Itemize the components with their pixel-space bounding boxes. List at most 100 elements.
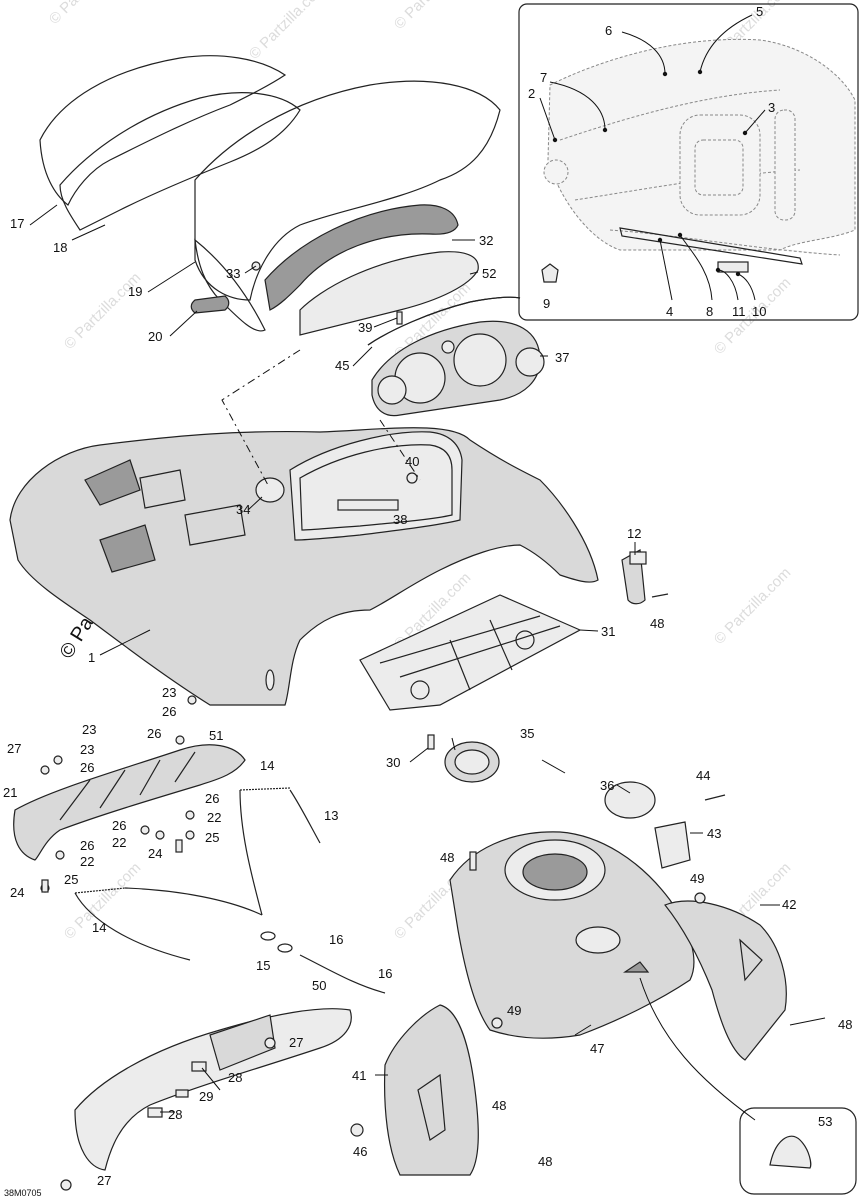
gauge-hole-5	[441, 340, 455, 354]
inset-leader	[717, 269, 739, 301]
inset-dot	[657, 237, 663, 243]
leader-lines	[29, 204, 826, 1113]
callout-9: 9	[543, 296, 550, 311]
inset-front-panel	[518, 3, 859, 321]
gauge-hole-3	[515, 347, 545, 377]
body-1-grille-1	[84, 459, 141, 506]
leader	[201, 1067, 221, 1091]
callout-42: 42	[782, 897, 796, 912]
gauge-housing	[367, 296, 545, 417]
housing-47-tab	[623, 961, 650, 973]
callout-5: 5	[756, 4, 763, 19]
leader	[789, 1017, 826, 1026]
leader	[616, 784, 631, 794]
part-20-clip	[190, 295, 230, 314]
inset-leader	[744, 109, 766, 134]
watermark: © Partzilla.com	[391, 0, 474, 33]
rivet-44	[704, 794, 726, 801]
washer	[187, 695, 197, 705]
callout-33: 33	[226, 266, 240, 281]
callout-1: 1	[88, 650, 95, 665]
washer	[155, 830, 165, 840]
inset-leader	[549, 81, 606, 131]
leader	[71, 224, 106, 241]
watermark: © Partzilla.com	[61, 269, 144, 352]
callout-16: 16	[329, 932, 343, 947]
callout-16b: 16	[378, 966, 392, 981]
gauge-hole-4	[377, 375, 407, 405]
inset-round-cutout	[543, 159, 569, 185]
callout-21: 21	[3, 785, 17, 800]
body-1-vent-2	[184, 504, 246, 546]
inset-dot	[602, 127, 608, 133]
tray-31-hole-2	[515, 630, 535, 650]
inset-label	[717, 261, 749, 273]
callout-36: 36	[600, 778, 614, 793]
callout-11: 11	[732, 304, 746, 319]
callout-23a: 23	[162, 685, 176, 700]
nut-27-b	[264, 1037, 276, 1049]
callout-48c: 48	[838, 1017, 852, 1032]
plate-36	[604, 781, 656, 819]
callout-29: 29	[199, 1089, 213, 1104]
callout-48e: 48	[538, 1154, 552, 1169]
leader	[451, 737, 456, 751]
inset-dot	[662, 71, 668, 77]
align-line-2	[379, 419, 421, 481]
drawing-code: 38M0705	[4, 1188, 42, 1198]
panel-42-tab	[739, 938, 763, 982]
cable-45-edge	[367, 296, 521, 346]
callout-47: 47	[590, 1041, 604, 1056]
inset-dot	[552, 137, 558, 143]
alignment-lines	[221, 349, 421, 486]
callout-27c: 27	[97, 1173, 111, 1188]
callout-27b: 27	[289, 1035, 303, 1050]
watermark: © Partzilla.com	[711, 564, 794, 647]
leader	[147, 261, 196, 293]
callout-26d: 26	[205, 791, 219, 806]
callout-10: 10	[752, 304, 766, 319]
callout-40: 40	[405, 454, 419, 469]
bracket-12-tab	[629, 551, 647, 565]
callout-24b: 24	[148, 846, 162, 861]
screw-30	[427, 734, 435, 750]
bolt	[175, 839, 183, 853]
panel-42	[664, 900, 787, 1061]
inset-leader	[659, 239, 673, 301]
callout-26f: 26	[80, 838, 94, 853]
callout-4: 4	[666, 304, 673, 319]
spacer-28-a	[191, 1061, 207, 1072]
detail-53-frame	[739, 1107, 857, 1195]
upper-shells	[39, 55, 501, 332]
inset-panel-fold	[559, 89, 841, 256]
washer	[53, 755, 63, 765]
body-1-inner	[299, 444, 453, 531]
leader	[352, 346, 373, 367]
callout-23b: 23	[82, 722, 96, 737]
pad-52	[299, 251, 479, 336]
inset-inner-opening	[694, 139, 744, 196]
shell-17	[39, 55, 287, 206]
gauge-hole-2	[453, 333, 507, 387]
body-1-grille-2	[99, 524, 156, 573]
callout-labels: 1 2 3 4 5 6 7 8 9 10 11 12 13 14 14 15 1…	[3, 4, 852, 1188]
watermark: © Partzilla.com	[46, 0, 129, 28]
callout-26a: 26	[162, 704, 176, 719]
callout-22a: 22	[207, 810, 221, 825]
o-ring-15-a	[260, 931, 276, 941]
shell-19	[194, 80, 501, 301]
housing-47-hole	[575, 926, 621, 954]
callout-48a: 48	[650, 616, 664, 631]
gasket-43	[654, 821, 691, 869]
inset-leaders	[539, 14, 766, 301]
callout-34: 34	[236, 502, 250, 517]
callout-25b: 25	[64, 872, 78, 887]
inset-leader	[699, 14, 753, 73]
callout-49b: 49	[507, 1003, 521, 1018]
washer	[55, 850, 65, 860]
callout-15: 15	[256, 958, 270, 973]
shell-18	[59, 92, 301, 231]
detail-53-lead	[639, 977, 756, 1121]
callout-50: 50	[312, 978, 326, 993]
